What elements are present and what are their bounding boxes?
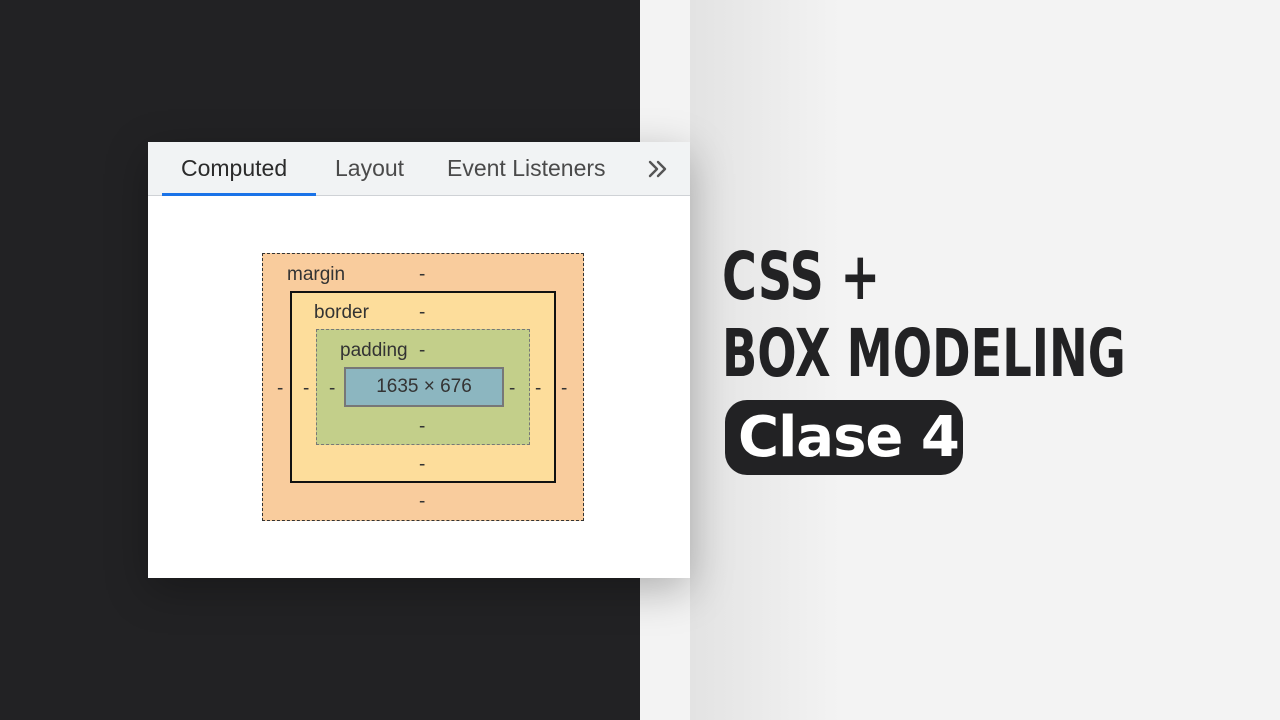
tab-event-listeners[interactable]: Event Listeners <box>447 155 606 181</box>
margin-top-value[interactable]: - <box>419 264 426 285</box>
border-label: border <box>314 302 369 323</box>
headline-line-2: BOX MODELING <box>722 315 1126 392</box>
chevron-double-right-icon[interactable] <box>646 154 672 184</box>
devtools-panel: Computed Layout Event Listeners margin -… <box>148 142 690 578</box>
border-top-value[interactable]: - <box>419 302 426 323</box>
border-bottom-value[interactable]: - <box>419 454 426 475</box>
margin-bottom-value[interactable]: - <box>419 491 426 512</box>
padding-label: padding <box>340 340 408 361</box>
content-box <box>344 367 504 407</box>
panel-shadow-glow <box>690 0 840 720</box>
padding-top-value[interactable]: - <box>419 340 426 361</box>
padding-right-value[interactable]: - <box>509 378 516 399</box>
padding-bottom-value[interactable]: - <box>419 416 426 437</box>
headline-line-1: CSS + <box>722 238 881 315</box>
margin-left-value[interactable]: - <box>277 378 284 399</box>
margin-right-value[interactable]: - <box>561 378 568 399</box>
margin-label: margin <box>287 264 346 285</box>
tab-computed[interactable]: Computed <box>181 155 288 181</box>
class-badge <box>725 400 963 475</box>
active-tab-indicator <box>162 193 316 196</box>
padding-left-value[interactable]: - <box>329 378 336 399</box>
devtools-tabbar: Computed Layout Event Listeners <box>148 142 690 196</box>
border-left-value[interactable]: - <box>303 378 310 399</box>
tab-layout[interactable]: Layout <box>335 155 405 181</box>
content-size-value[interactable]: 1635 × 676 <box>376 376 472 397</box>
class-badge-label: Clase 4 <box>738 405 960 470</box>
border-right-value[interactable]: - <box>535 378 542 399</box>
